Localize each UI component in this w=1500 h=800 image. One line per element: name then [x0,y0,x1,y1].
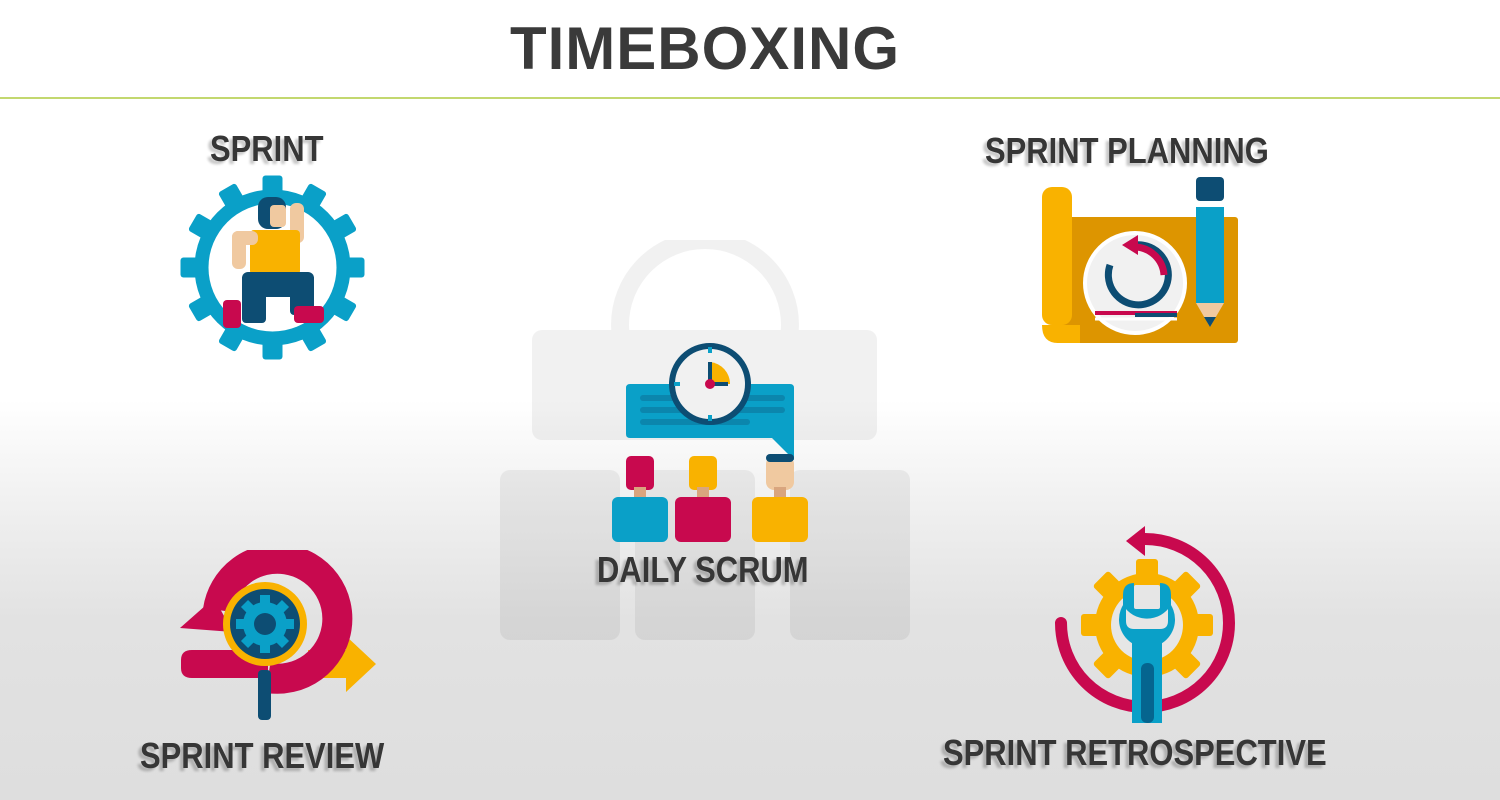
sprint-planning-label: SPRINT PLANNING [985,130,1269,171]
sprint-label: SPRINT [210,128,324,169]
runner-in-gear-icon [180,175,365,360]
sprint-review-label: SPRINT REVIEW [140,735,385,776]
page-title: TIMEBOXING [509,15,900,82]
header-divider [0,97,1500,99]
daily-scrum-label: DAILY SCRUM [597,549,809,590]
magnifier-gear-cycle-arrow-icon [180,550,376,720]
blueprint-cycle-pencil-icon [1042,177,1238,343]
sprint-retrospective-label: SPRINT RETROSPECTIVE [943,732,1327,773]
team-clock-chat-icon [612,343,808,542]
wrench-gear-cycle-icon [1055,526,1235,723]
